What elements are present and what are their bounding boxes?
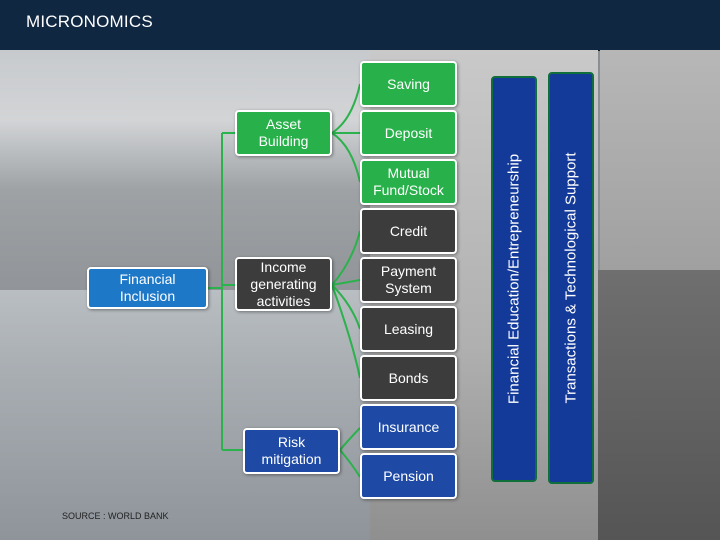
node-payment-system: Payment System [360,257,457,303]
node-income-generating: Income generating activities [235,257,332,311]
transactions-bar: Transactions & Technological Support [548,72,594,484]
transactions-bar-label: Transactions & Technological Support [563,153,580,404]
node-leasing: Leasing [360,306,457,352]
node-mutual-fund: Mutual Fund/Stock [360,159,457,205]
node-saving: Saving [360,61,457,107]
node-pension: Pension [360,453,457,499]
node-bonds: Bonds [360,355,457,401]
education-bar-label: Financial Education/Entrepreneurship [506,154,523,404]
node-risk-mitigation: Risk mitigation [243,428,340,474]
node-insurance: Insurance [360,404,457,450]
node-financial-inclusion: Financial Inclusion [87,267,208,309]
node-deposit: Deposit [360,110,457,156]
node-credit: Credit [360,208,457,254]
source-caption: SOURCE : WORLD BANK [62,511,169,521]
node-asset-building: Asset Building [235,110,332,156]
education-bar: Financial Education/Entrepreneurship [491,76,537,482]
